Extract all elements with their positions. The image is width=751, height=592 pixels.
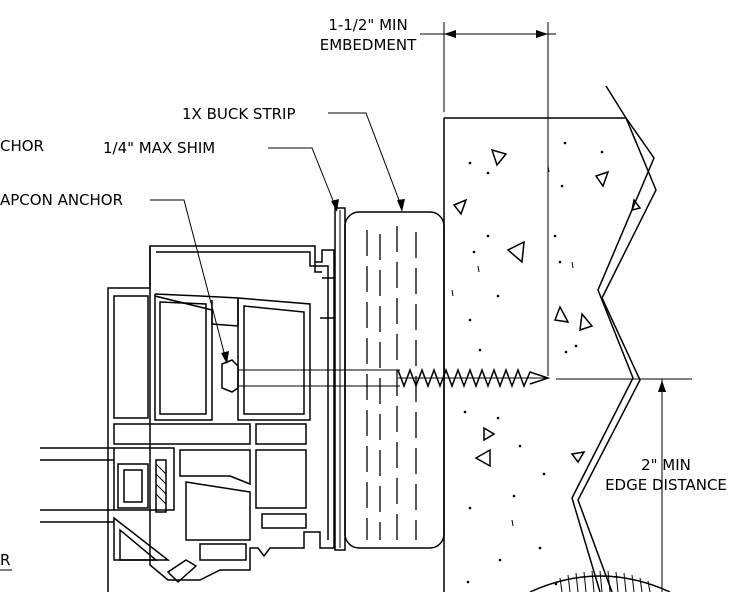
embedment-label-line2: EMBEDMENT bbox=[320, 36, 417, 54]
tapcon-anchor-label: APCON ANCHOR bbox=[0, 191, 123, 209]
tapcon-anchor-callout: APCON ANCHOR bbox=[0, 191, 229, 364]
buck-strip-callout: 1X BUCK STRIP bbox=[182, 105, 405, 212]
hatched-arc bbox=[529, 570, 671, 592]
shim-label: 1/4" MAX SHIM bbox=[103, 139, 215, 157]
buck-strip bbox=[344, 211, 445, 549]
edge-distance-label-line1: 2" MIN bbox=[641, 456, 691, 474]
concrete-break-line-2 bbox=[577, 117, 657, 592]
concrete-substrate bbox=[443, 85, 657, 592]
anchor-partial-label: CHOR bbox=[0, 137, 44, 155]
break-line-top bbox=[605, 85, 627, 119]
edge-distance-dimension: 2" MIN EDGE DISTANCE bbox=[556, 378, 727, 592]
bottom-partial-label: R bbox=[0, 551, 10, 569]
edge-distance-label-line2: EDGE DISTANCE bbox=[605, 476, 727, 494]
anchor-callout: CHOR bbox=[0, 137, 44, 155]
anchor-head bbox=[221, 359, 239, 393]
bottom-partial-callout: R bbox=[0, 551, 12, 571]
concrete-break-line bbox=[444, 117, 655, 592]
embedment-label-line1: 1-1/2" MIN bbox=[328, 16, 407, 34]
shim-callout: 1/4" MAX SHIM bbox=[103, 139, 339, 212]
glazing bbox=[40, 447, 198, 584]
embedment-dimension: 1-1/2" MIN EMBEDMENT bbox=[320, 16, 556, 376]
aggregate-ticks bbox=[451, 165, 574, 527]
shim bbox=[334, 207, 346, 551]
window-frame-profile bbox=[107, 245, 335, 592]
buck-strip-label: 1X BUCK STRIP bbox=[182, 105, 296, 123]
aggregate-dots bbox=[463, 141, 604, 586]
gasket bbox=[166, 559, 198, 584]
aggregate-triangles bbox=[452, 148, 642, 468]
tapcon-screw bbox=[238, 367, 551, 389]
